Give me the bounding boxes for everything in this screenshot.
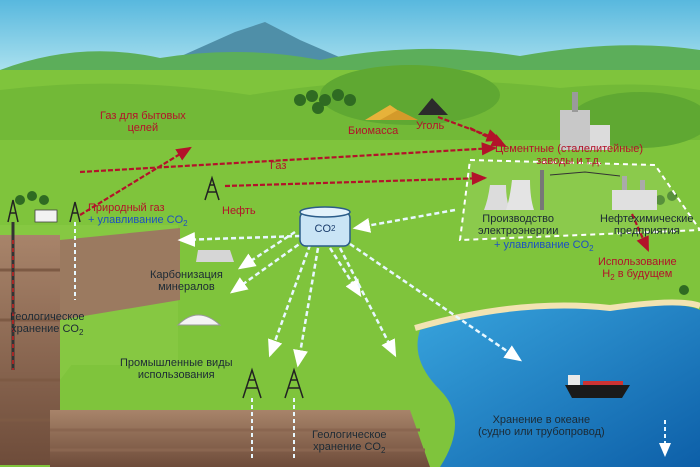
label-gas: Газ [270, 160, 287, 172]
mineral-carbonation-icon [196, 250, 234, 262]
label-capture-left: + улавливание CO2 [88, 214, 188, 229]
co2-tank-icon [299, 206, 351, 247]
greenhouse-icon [176, 314, 222, 326]
soil-left [0, 235, 60, 465]
co2-arrows [177, 208, 523, 368]
label-cement: Цементные (сталелитейные)заводы и т.д. [495, 143, 644, 167]
oil-derrick-icon [204, 175, 220, 201]
biomass-icon [365, 105, 418, 120]
label-natural-gas: Природный газ [88, 202, 165, 214]
label-ocean: Хранение в океане(судно или трубопровод) [478, 414, 605, 438]
petrochemical-plant-icon [612, 176, 657, 210]
cement-plant-icon [560, 92, 610, 150]
tanker-ship-icon [565, 375, 630, 398]
label-biomass: Биомасса [348, 125, 399, 137]
label-oil: Нефть [222, 205, 256, 217]
gas-processing-building [34, 209, 58, 223]
coal-icon [418, 98, 448, 115]
label-coal: Уголь [416, 120, 445, 132]
sea [417, 305, 700, 467]
injection-well-icon [242, 367, 304, 399]
soil-front [50, 410, 430, 467]
power-plant-icon [484, 170, 544, 210]
red-arrows [79, 115, 650, 253]
gas-well-icon [7, 199, 81, 223]
label-capture-right: + улавливание CO2 [494, 239, 594, 254]
